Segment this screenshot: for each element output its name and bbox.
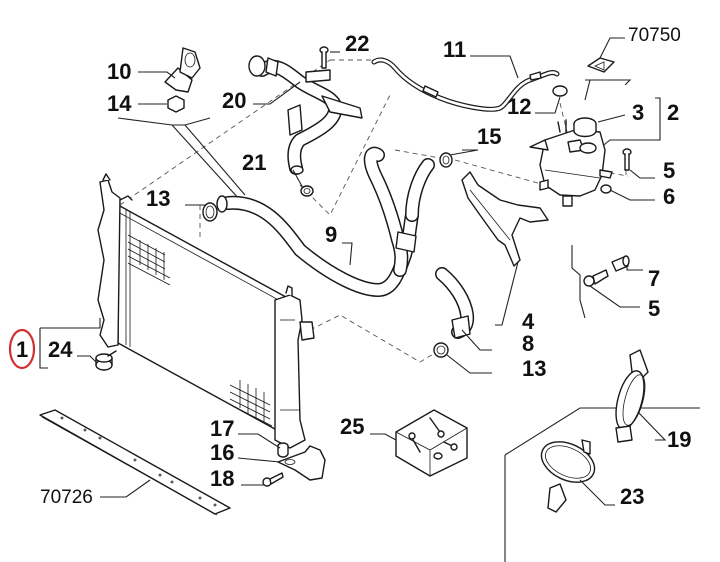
clamp-13-upper [202, 202, 218, 222]
radiator [97, 173, 315, 449]
bolt-18 [262, 472, 284, 487]
callout-17: 17 [210, 416, 234, 441]
clamp-strap-23 [540, 439, 596, 513]
callout-21: 21 [242, 150, 266, 175]
bolt-22 [319, 46, 329, 69]
pipe-20 [248, 55, 363, 175]
callout-1: 1 [16, 337, 28, 362]
callout-20: 20 [222, 88, 246, 113]
callout-16: 16 [210, 440, 234, 465]
highlight-circle [8, 328, 36, 370]
callout-25: 25 [340, 414, 364, 439]
callout-3: 3 [632, 100, 644, 125]
reference-70750: 70750 [628, 25, 681, 46]
callout-10: 10 [107, 59, 131, 84]
callout-13-upper: 13 [146, 186, 170, 211]
callout-5-lower: 5 [648, 296, 660, 321]
callout-12: 12 [507, 94, 531, 119]
leader-lines [77, 51, 667, 506]
callout-11: 11 [443, 37, 466, 62]
clamp-21 [300, 185, 314, 197]
bolt-5-lower [583, 269, 609, 287]
lower-bracket-16 [277, 445, 326, 481]
seal-strip-70726 [39, 409, 231, 516]
callout-5-upper: 5 [663, 158, 675, 183]
callout-2: 2 [667, 100, 679, 125]
callout-labels: 10 14 20 22 21 11 12 3 2 15 5 6 13 9 7 5… [16, 25, 691, 509]
bracket-4 [461, 171, 549, 267]
bolt-5-upper [622, 148, 632, 171]
callout-7: 7 [648, 266, 660, 291]
nut-6 [600, 184, 612, 194]
callout-19: 19 [667, 427, 691, 452]
spacer-7 [611, 255, 630, 272]
hose-8 [435, 267, 475, 339]
clamp-strap-19 [615, 349, 649, 443]
callout-4: 4 [522, 309, 535, 334]
hose-9 [216, 146, 435, 297]
nut-14 [167, 95, 185, 113]
bracket-clip-10 [164, 47, 201, 93]
callout-24: 24 [48, 337, 73, 362]
rubber-mount-24 [95, 350, 117, 371]
callout-9: 9 [325, 222, 337, 247]
callout-13-lower: 13 [522, 356, 546, 381]
warning-label-70750 [587, 37, 625, 73]
reference-70726: 70726 [40, 487, 93, 508]
expansion-tank [529, 117, 613, 207]
clamp-12 [552, 85, 568, 97]
bushing-17 [277, 442, 289, 458]
callout-22: 22 [345, 31, 369, 56]
clamp-13-lower [433, 342, 449, 358]
fastener-kit-25 [395, 409, 468, 477]
callout-18: 18 [210, 466, 234, 491]
pipe-11 [371, 57, 560, 112]
callout-15: 15 [477, 124, 501, 149]
clamp-15 [439, 152, 453, 168]
callout-14: 14 [107, 91, 132, 116]
callout-8: 8 [522, 331, 534, 356]
callout-23: 23 [620, 484, 644, 509]
callout-6: 6 [663, 184, 675, 209]
